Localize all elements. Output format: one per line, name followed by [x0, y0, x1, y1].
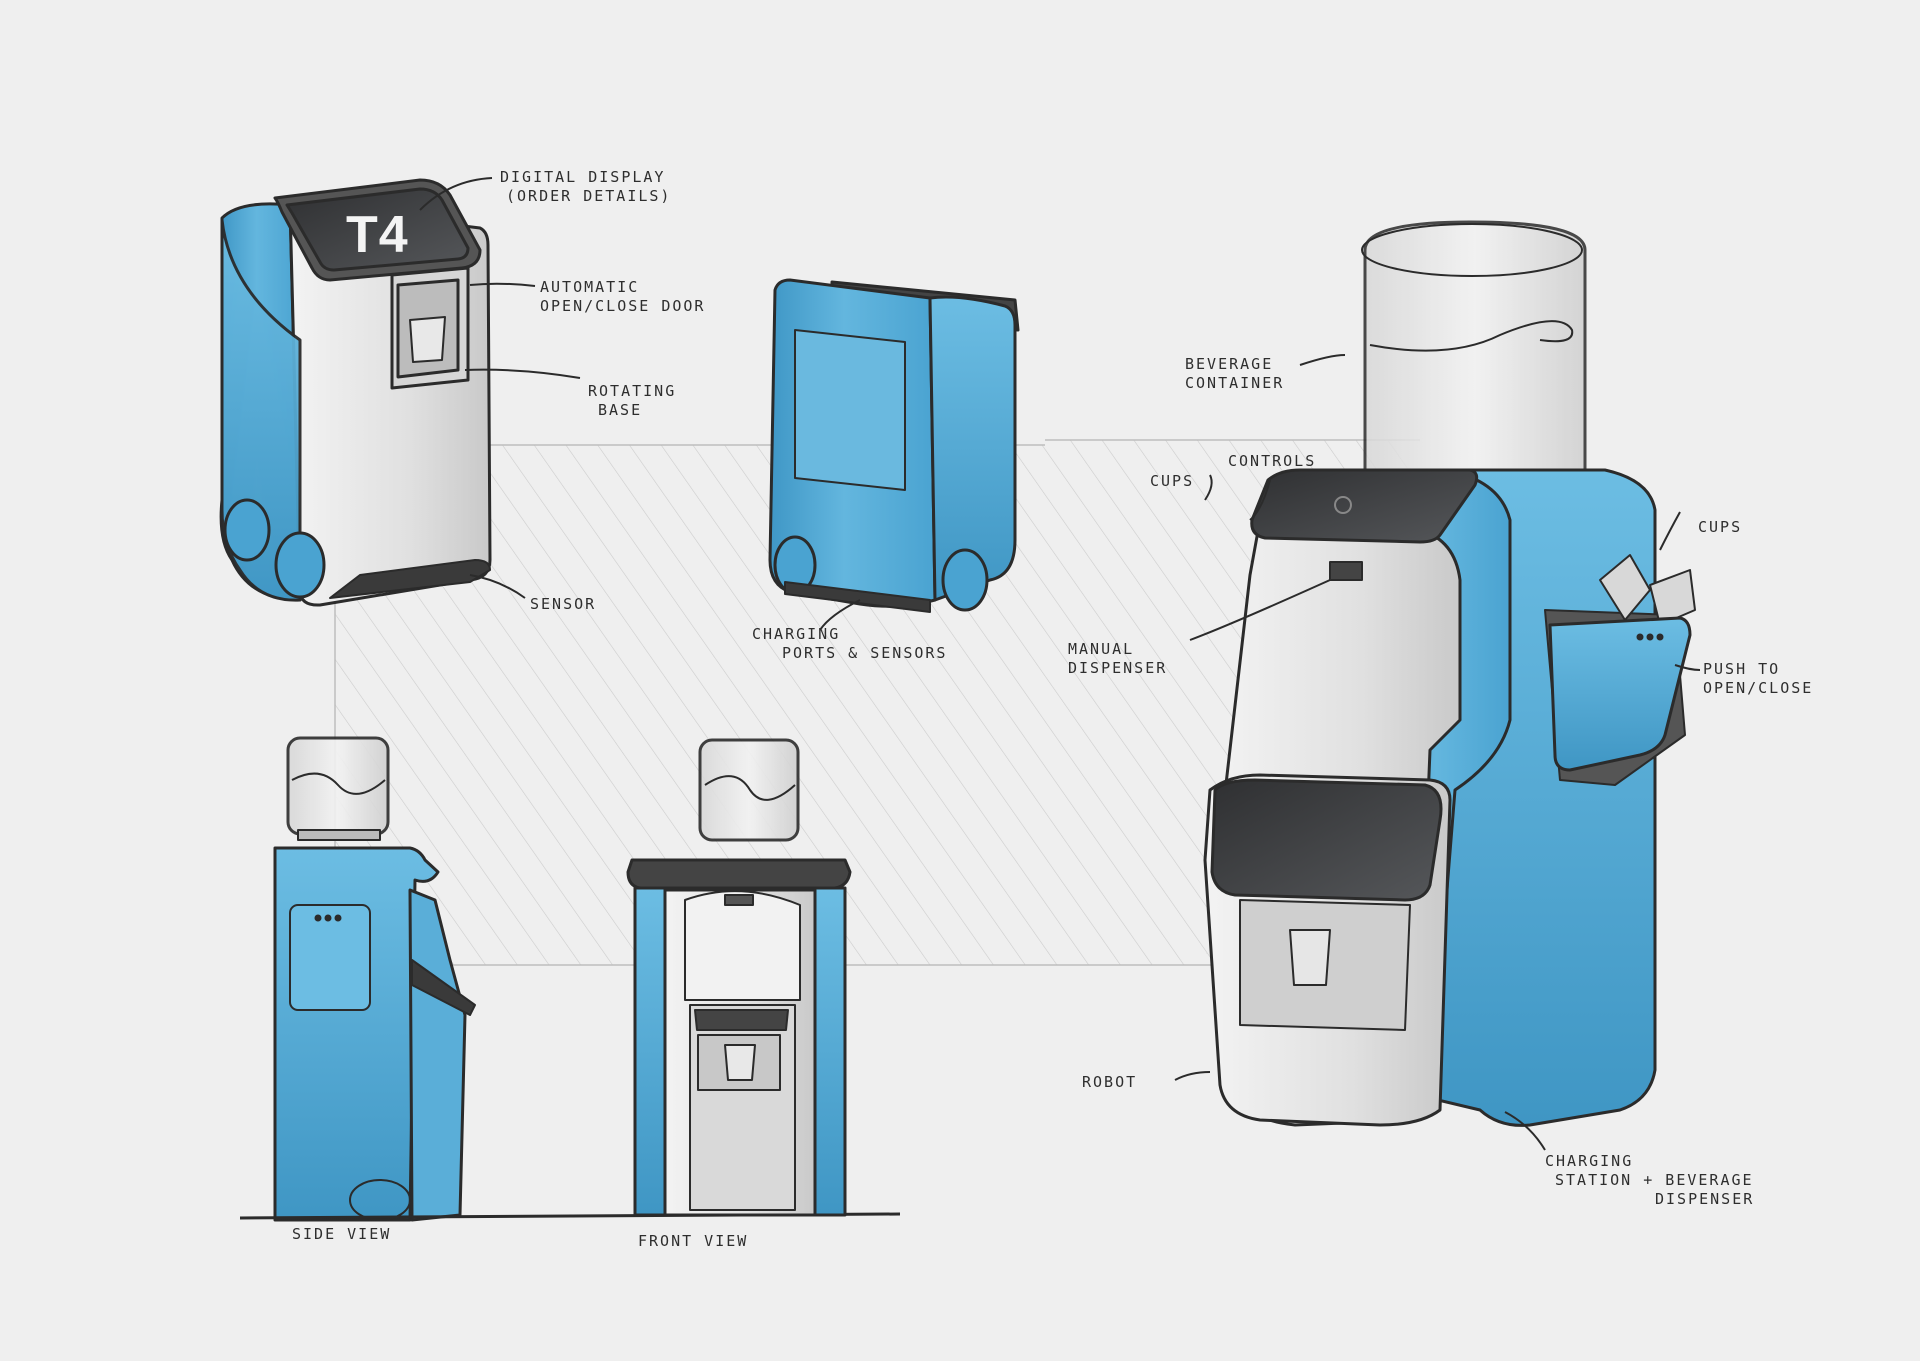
label-automatic-door: Automaticopen/close door	[540, 278, 706, 315]
dispenser-perspective-view	[1203, 220, 1696, 1127]
robot-rear-view	[768, 278, 1020, 613]
label-side-view: Side view	[292, 1225, 392, 1243]
label-controls: Controls	[1228, 452, 1317, 470]
label-cups-left: Cups	[1150, 472, 1195, 490]
label-cups-right: Cups	[1698, 518, 1743, 536]
label-beverage-container: Beveragecontainer	[1185, 355, 1285, 392]
dispenser-front-view	[626, 738, 852, 1217]
robot-perspective-view	[219, 178, 492, 607]
label-rotating-base: Rotatingbase	[588, 382, 677, 419]
label-manual-dispenser: Manualdispenser	[1068, 640, 1168, 677]
label-push-open-close: Push toopen/close	[1703, 660, 1814, 697]
robot-screen-table-number: T4	[346, 206, 409, 264]
dispenser-side-view	[239, 736, 901, 1222]
label-front-view: Front view	[638, 1232, 749, 1250]
label-robot: Robot	[1082, 1073, 1138, 1091]
label-sensor: Sensor	[530, 595, 597, 613]
label-charging-ports: Chargingports & sensors	[752, 625, 948, 662]
annotation-leader-lines	[419, 177, 1701, 1151]
label-digital-display: Digital display(order details)	[500, 168, 672, 205]
label-charging-station: Chargingstation + beveragedispenser	[1545, 1152, 1755, 1208]
